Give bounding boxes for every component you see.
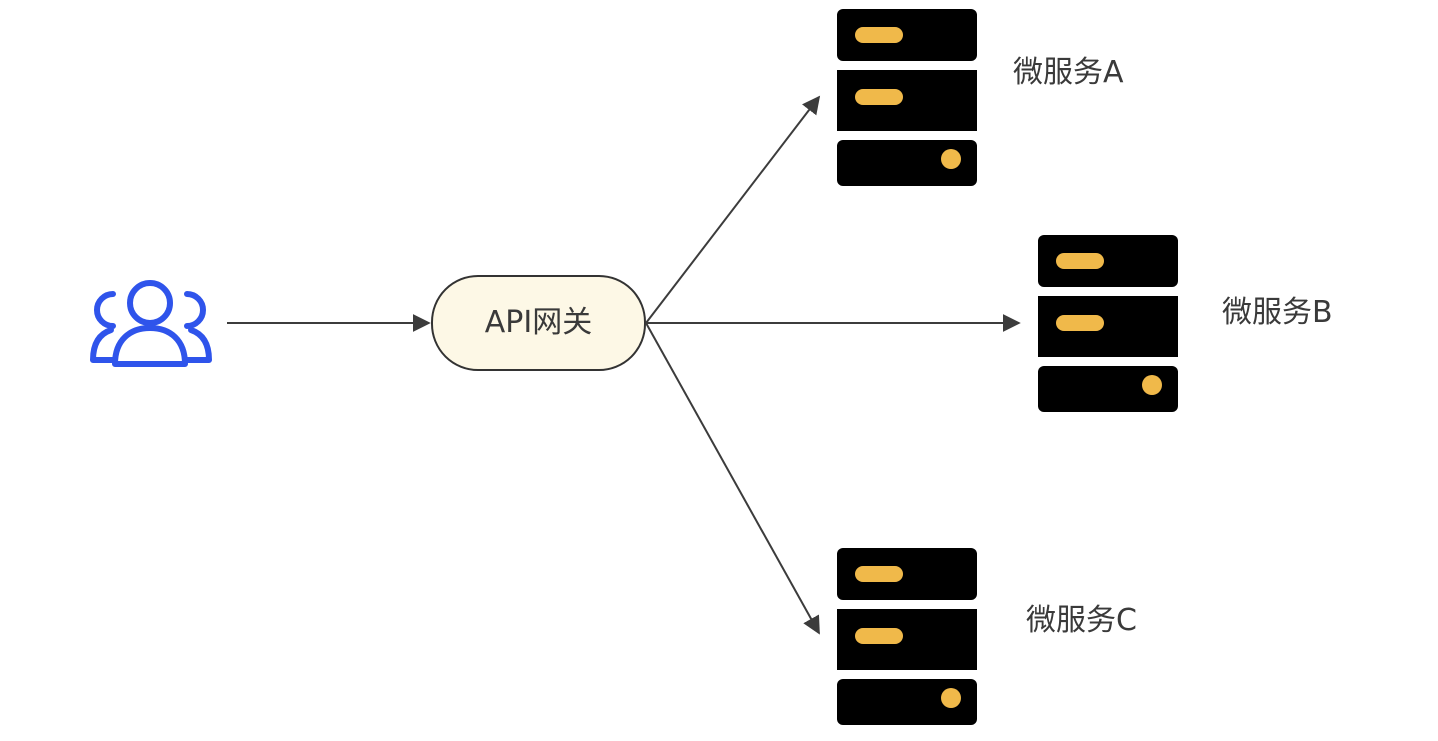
gateway-node [431, 275, 646, 371]
users-icon [90, 280, 212, 367]
arrow-gateway-to-service-c [645, 322, 820, 635]
service-b-label: 微服务B [1222, 295, 1333, 330]
server-icon-a [837, 9, 977, 186]
gateway-label: API网关 [484, 305, 593, 340]
server-icon-b [1038, 235, 1178, 412]
server-icon-c [837, 548, 977, 725]
service-c-label: 微服务C [1026, 603, 1137, 638]
arrow-gateway-to-service-a [645, 95, 821, 324]
service-a-label: 微服务A [1013, 55, 1124, 90]
